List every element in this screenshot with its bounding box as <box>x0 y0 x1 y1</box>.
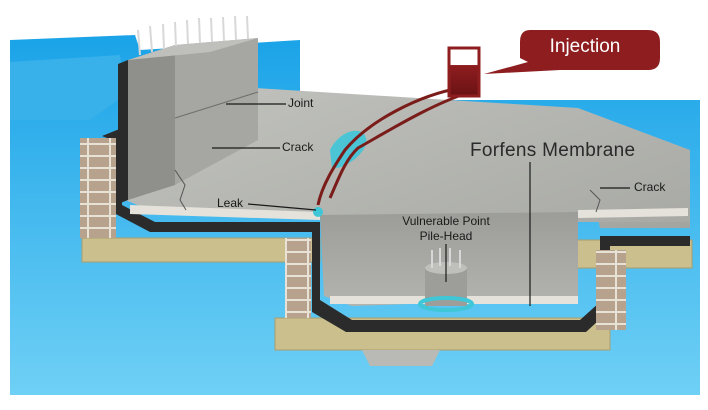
injection-tubes <box>316 86 471 206</box>
wall-front <box>128 45 175 200</box>
label-vulnerable-point-line1: Vulnerable Point <box>402 214 490 228</box>
pile-head-ring <box>418 296 474 312</box>
label-crack-wall: Crack <box>282 140 314 154</box>
brick-wall-center <box>285 238 311 318</box>
ground-left <box>81 237 321 263</box>
label-leak: Leak <box>217 196 244 210</box>
pile-rebars <box>431 248 461 268</box>
gravel-strip-right <box>578 208 688 218</box>
label-vulnerable-point: Vulnerable Point Pile-Head <box>390 214 502 244</box>
wall-edge-membrane <box>118 60 128 204</box>
wall-top <box>128 38 258 60</box>
label-joint: Joint <box>288 96 314 110</box>
leak-point <box>313 207 323 217</box>
brick-wall-right <box>596 250 626 330</box>
leader-lines <box>212 103 630 306</box>
label-vulnerable-point-line2: Pile-Head <box>419 229 473 243</box>
sump <box>362 350 440 366</box>
label-injection: Injection <box>549 36 621 57</box>
rebars <box>137 15 249 56</box>
background-upper <box>10 55 125 120</box>
crack-wall <box>174 169 187 211</box>
joint-line <box>174 91 259 119</box>
label-membrane: Forfens Membrane <box>470 140 636 161</box>
crack-right <box>589 189 601 213</box>
label-crack-right: Crack <box>634 180 666 194</box>
injection-tank <box>447 46 481 98</box>
injection-bubble <box>484 30 660 74</box>
membrane-layer <box>102 128 690 332</box>
gravel-strip-left <box>130 205 320 220</box>
brick-wall-left <box>80 138 116 238</box>
